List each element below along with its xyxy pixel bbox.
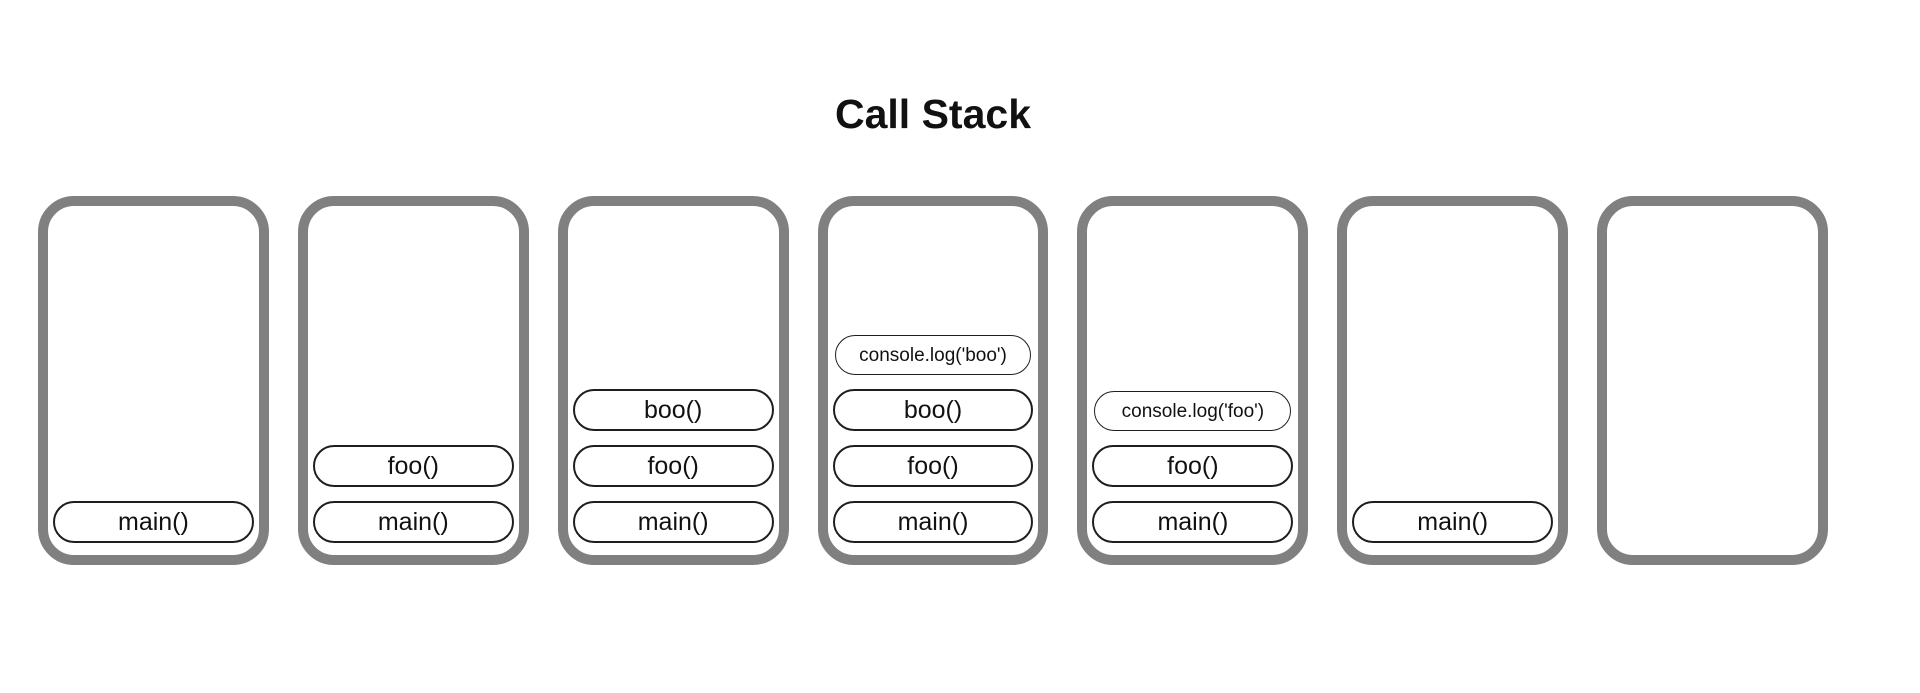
call-stack-frame-4: console.log('boo') boo() foo() main() [817,196,1049,566]
stack-item: main() [1352,501,1554,544]
stack-item: console.log('boo') [834,335,1032,376]
stack-item: foo() [832,445,1034,488]
call-stack-frame-3: boo() foo() main() [557,196,789,566]
stack-item: main() [53,501,254,544]
stack-item: main() [1092,501,1294,544]
diagram-title: Call Stack [835,91,1031,137]
call-stack-frame-2: foo() main() [297,196,529,566]
call-stack-frame-6: main() [1337,196,1569,566]
stack-item: foo() [312,445,514,488]
call-stack-frame-7 [1597,196,1829,566]
stack-item: foo() [572,445,774,488]
stack-item: boo() [572,389,774,432]
stack-item: main() [832,501,1034,544]
call-stack-frame-5: console.log('foo') foo() main() [1077,196,1309,566]
stack-item: main() [572,501,774,544]
stack-item: console.log('foo') [1094,391,1292,432]
stack-item: foo() [1092,445,1294,488]
frames-row: main()foo()main()boo()foo()main()console… [38,196,1829,566]
call-stack-frame-1: main() [38,196,269,566]
stack-item: main() [312,501,514,544]
stack-item: boo() [832,389,1034,432]
